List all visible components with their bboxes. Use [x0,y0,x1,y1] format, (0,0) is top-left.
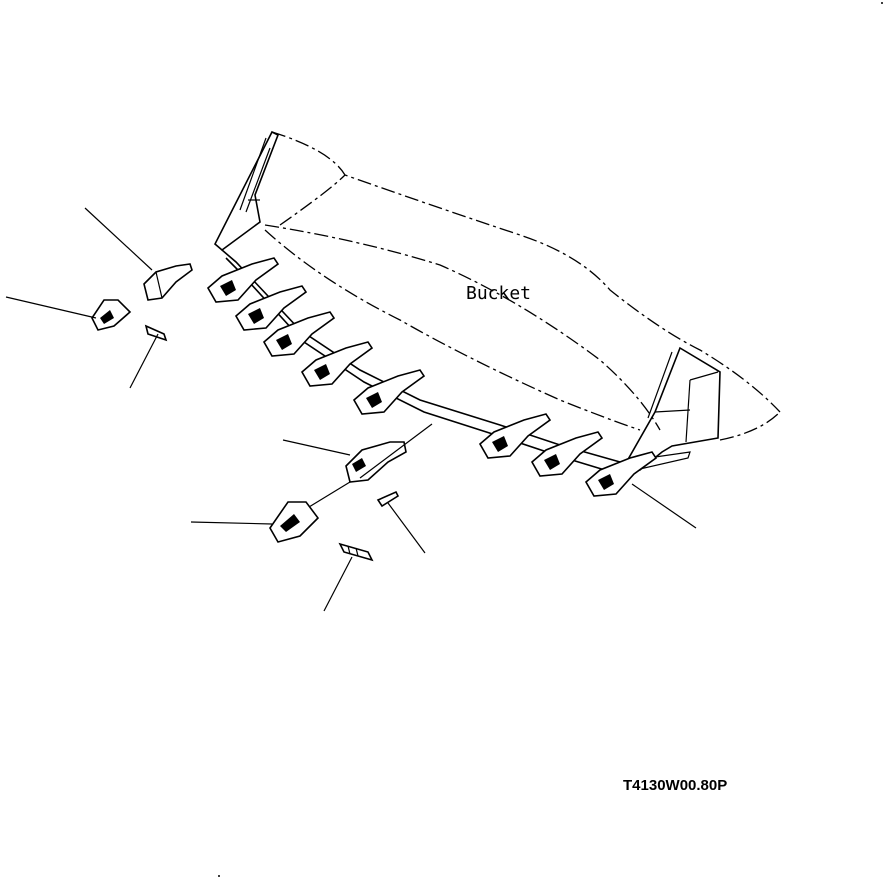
bucket-outline [264,131,781,441]
bucket-left-side-plate [214,130,280,252]
mounted-tooth [206,257,280,303]
mounted-tooth [478,413,552,459]
exploded-tooth-point-upper [143,263,193,301]
bucket-right-side-plate [620,346,721,471]
leader-line [190,521,273,525]
exploded-adapter-lower [269,501,320,543]
exploded-tooth-point-lower [345,441,407,483]
exploded-lock-pin-lower [376,490,400,508]
leader-line [84,207,153,271]
mounted-tooth [262,311,336,357]
leader-line [282,439,351,456]
leader-line [323,556,353,612]
mounted-tooth [234,285,308,331]
leader-line [359,423,433,479]
exploded-pin-lower [338,542,374,562]
scan-dot [881,2,883,4]
leader-line [631,483,697,529]
exploded-adapter-upper [91,299,132,331]
bucket-label: Bucket [466,283,531,304]
leader-line [129,333,159,389]
exploded-pin-upper [144,324,168,342]
mounted-tooth [530,431,604,477]
leader-line [308,481,351,508]
mounted-teeth [206,257,658,497]
mounted-tooth [300,341,374,387]
mounted-tooth [584,451,658,497]
mounted-tooth [352,369,426,415]
leader-line [5,296,97,319]
bucket-cutting-edge [221,249,691,475]
leader-lines [5,207,697,612]
leader-line [387,502,426,554]
drawing-code-label: T4130W00.80P [623,777,727,794]
